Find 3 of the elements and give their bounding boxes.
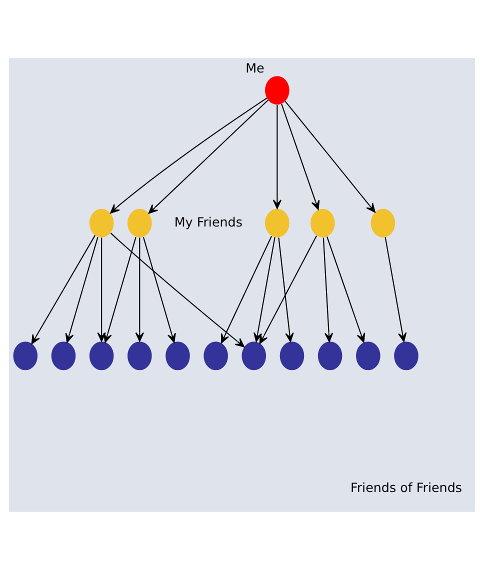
label: My Friends [174,214,242,230]
node-label: Me [245,60,264,76]
label: Friends of Friends [350,480,462,495]
